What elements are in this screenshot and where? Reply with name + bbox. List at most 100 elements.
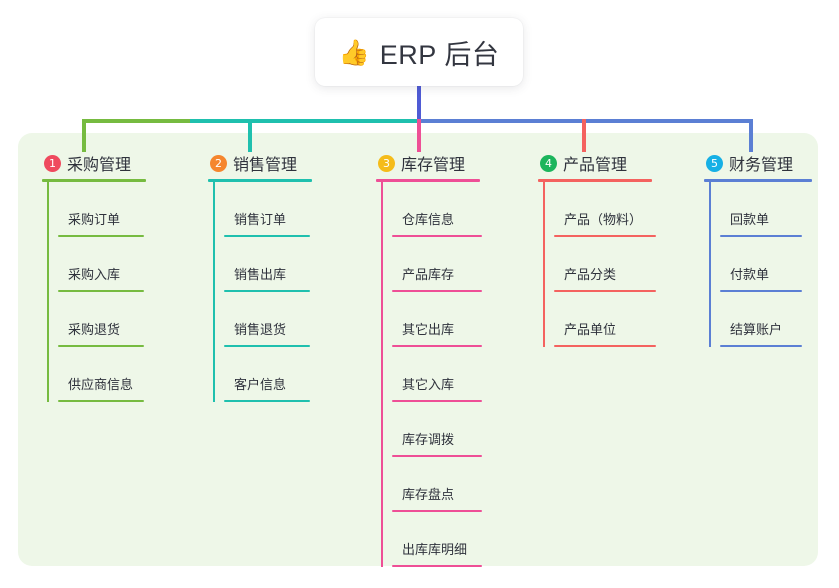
category-item-label: 其它入库 (402, 377, 455, 392)
category-title: 库存管理 (401, 157, 466, 174)
category-item[interactable]: 其它入库 (392, 347, 526, 402)
category-spine-line (709, 182, 711, 347)
category-item-underline (224, 290, 310, 292)
category-item[interactable]: 产品库存 (392, 237, 526, 292)
category-items: 销售订单销售出库销售退货客户信息 (208, 182, 358, 402)
category-item[interactable]: 产品（物料） (554, 182, 698, 237)
category-item[interactable]: 销售出库 (224, 237, 358, 292)
category-underline (42, 179, 146, 182)
category-items: 回款单付款单结算账户 (704, 182, 839, 347)
category-item-underline (392, 345, 482, 347)
category-spine-line (543, 182, 545, 347)
category-item-label: 库存盘点 (402, 487, 455, 502)
category-number-badge: 4 (540, 154, 557, 172)
category-item-label: 其它出库 (402, 322, 455, 337)
category-item[interactable]: 销售退货 (224, 292, 358, 347)
category-item-label: 产品分类 (564, 267, 617, 282)
category-item[interactable]: 采购退货 (58, 292, 192, 347)
category-item[interactable]: 付款单 (720, 237, 839, 292)
stub-line-col4 (582, 119, 586, 152)
category-item[interactable]: 回款单 (720, 182, 839, 237)
category-item[interactable]: 库存调拨 (392, 402, 526, 457)
category-number-badge: 2 (210, 154, 227, 172)
category-item[interactable]: 客户信息 (224, 347, 358, 402)
category-item-label: 库存调拨 (402, 432, 455, 447)
category-column: 3 库存管理仓库信息产品库存其它出库其它入库库存调拨库存盘点出库库明细 (376, 150, 526, 567)
stub-line-col1 (82, 119, 86, 152)
category-item-underline (224, 400, 310, 402)
category-item[interactable]: 结算账户 (720, 292, 839, 347)
stub-line-col5 (749, 119, 753, 152)
category-item-label: 销售出库 (234, 267, 287, 282)
category-spine-line (47, 182, 49, 402)
category-title: 销售管理 (233, 157, 298, 174)
category-item-underline (720, 235, 802, 237)
category-underline (538, 179, 652, 182)
category-item-label: 销售退货 (234, 322, 287, 337)
category-item-underline (224, 345, 310, 347)
category-item-label: 仓库信息 (402, 212, 455, 227)
category-underline (376, 179, 480, 182)
category-item-underline (392, 235, 482, 237)
category-item-underline (392, 455, 482, 457)
category-underline (208, 179, 312, 182)
category-item-label: 出库库明细 (402, 542, 468, 557)
stub-line-col3 (417, 119, 421, 152)
category-item-underline (392, 565, 482, 567)
category-column: 1 采购管理采购订单采购入库采购退货供应商信息 (42, 150, 192, 402)
category-number-badge: 5 (706, 154, 723, 172)
category-spine-line (381, 182, 383, 567)
category-header[interactable]: 5 财务管理 (704, 150, 839, 176)
category-item[interactable]: 其它出库 (392, 292, 526, 347)
category-item-label: 采购入库 (68, 267, 121, 282)
category-items: 产品（物料） 产品分类产品单位 (538, 182, 698, 347)
category-item-label: 客户信息 (234, 377, 287, 392)
category-item[interactable]: 采购订单 (58, 182, 192, 237)
category-number-badge: 1 (44, 154, 61, 172)
category-item[interactable]: 供应商信息 (58, 347, 192, 402)
category-item-label: 付款单 (730, 267, 770, 282)
category-spine-line (213, 182, 215, 402)
stub-line-col2 (248, 119, 252, 152)
category-column: 2 销售管理销售订单销售出库销售退货客户信息 (208, 150, 358, 402)
category-item[interactable]: 产品分类 (554, 237, 698, 292)
category-underline (704, 179, 812, 182)
category-item-underline (58, 290, 144, 292)
root-title-card[interactable]: 👍 ERP 后台 (315, 18, 523, 86)
category-item[interactable]: 仓库信息 (392, 182, 526, 237)
category-title: 采购管理 (67, 157, 132, 174)
category-items: 仓库信息产品库存其它出库其它入库库存调拨库存盘点出库库明细 (376, 182, 526, 567)
category-item-label: 采购退货 (68, 322, 121, 337)
bus-segment-green (82, 119, 192, 123)
thumbs-up-icon: 👍 (338, 37, 370, 67)
root-connector-line (417, 86, 421, 122)
category-item-underline (58, 400, 144, 402)
category-item[interactable]: 采购入库 (58, 237, 192, 292)
category-item[interactable]: 库存盘点 (392, 457, 526, 512)
category-item-underline (554, 290, 656, 292)
category-title: 财务管理 (729, 157, 794, 174)
category-item[interactable]: 出库库明细 (392, 512, 526, 567)
category-header[interactable]: 2 销售管理 (208, 150, 358, 176)
category-item-underline (554, 235, 656, 237)
category-item-underline (224, 235, 310, 237)
category-item[interactable]: 销售订单 (224, 182, 358, 237)
category-header[interactable]: 1 采购管理 (42, 150, 192, 176)
category-item-underline (58, 345, 144, 347)
category-item[interactable]: 产品单位 (554, 292, 698, 347)
category-header[interactable]: 3 库存管理 (376, 150, 526, 176)
category-item-underline (554, 345, 656, 347)
category-item-label: 产品单位 (564, 322, 617, 337)
bus-segment-teal (190, 119, 419, 123)
category-item-label: 销售订单 (234, 212, 287, 227)
category-item-label: 回款单 (730, 212, 770, 227)
category-items: 采购订单采购入库采购退货供应商信息 (42, 182, 192, 402)
category-item-label: 供应商信息 (68, 377, 134, 392)
root-title-text: ERP 后台 (379, 39, 500, 70)
category-number-badge: 3 (378, 154, 395, 172)
diagram-panel (18, 133, 818, 566)
category-item-underline (392, 290, 482, 292)
